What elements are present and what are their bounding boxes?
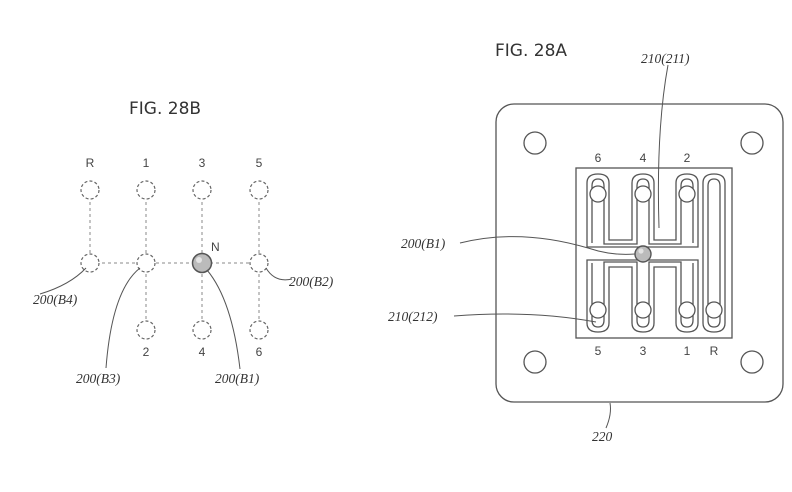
gate-hole-1 [678, 301, 696, 319]
gear-label-4: 4 [199, 345, 206, 359]
lower-gate-212-outer [586, 259, 699, 333]
gate-label-2: 2 [684, 151, 691, 165]
reverse-slot-outer [702, 173, 726, 333]
gate-hole-3 [634, 301, 652, 319]
position-3 [192, 180, 212, 200]
ref-210-211: 210(211) [641, 51, 690, 66]
ref-200-b3: 200(B3) [76, 371, 121, 386]
position-5 [249, 180, 269, 200]
ref-200-b2: 200(B2) [289, 274, 334, 289]
gear-label-2: 2 [143, 345, 150, 359]
position-r [80, 180, 100, 200]
gear-label-1: 1 [143, 156, 150, 170]
mounting-hole-top-left [523, 131, 547, 155]
ref-210-212: 210(212) [388, 309, 438, 324]
gate-label-5: 5 [595, 344, 602, 358]
position-1 [136, 180, 156, 200]
leader-b2 [265, 267, 293, 281]
upper-gate-211-outer [586, 173, 699, 248]
mounting-hole-bottom-left [523, 350, 547, 374]
gate-label-6: 6 [595, 151, 602, 165]
neutral-label: N [211, 240, 220, 254]
base-plate-220 [495, 103, 784, 403]
upper-gate-211-inner [591, 178, 694, 245]
lower-gate-212-inner [591, 261, 694, 328]
position-2 [136, 320, 156, 340]
gate-label-r: R [710, 344, 719, 358]
neutral-highlight [196, 257, 202, 263]
gate-hole-2 [678, 185, 696, 203]
gate-hole-r [705, 301, 723, 319]
gate-hole-5 [589, 301, 607, 319]
mounting-hole-bottom-right [740, 350, 764, 374]
gate-frame [575, 167, 733, 339]
ref-200-b1-a: 200(B1) [401, 236, 446, 251]
gear-label-6: 6 [256, 345, 263, 359]
fig-28a: FIG. 28A 6 4 2 [388, 41, 784, 444]
position-b4 [80, 253, 100, 273]
ref-220: 220 [592, 429, 613, 444]
leader-220 [605, 402, 611, 429]
position-6 [249, 320, 269, 340]
gear-label-5: 5 [256, 156, 263, 170]
position-4 [192, 320, 212, 340]
gate-hole-6 [589, 185, 607, 203]
reverse-slot-inner [707, 178, 721, 328]
position-b2 [249, 253, 269, 273]
ref-200-b1: 200(B1) [215, 371, 260, 386]
fig-28b-title: FIG. 28B [129, 99, 201, 119]
leader-b1-a [459, 236, 636, 255]
leader-b3 [105, 267, 141, 369]
shift-lever-ball-b1 [634, 245, 652, 263]
ref-200-b4: 200(B4) [33, 292, 78, 307]
gear-label-3: 3 [199, 156, 206, 170]
fig-28a-title: FIG. 28A [495, 41, 567, 61]
shift-lever-ball-highlight [638, 248, 644, 254]
gate-label-4: 4 [640, 151, 647, 165]
leader-212 [453, 313, 597, 323]
gear-label-r: R [86, 156, 95, 170]
position-b3 [136, 253, 156, 273]
leader-b4 [39, 267, 87, 295]
fig-28b: FIG. 28B R 1 3 5 N 2 4 6 [33, 99, 334, 386]
gate-label-1: 1 [684, 344, 691, 358]
leader-211 [657, 64, 669, 229]
neutral-position-b1 [191, 252, 213, 274]
mounting-hole-top-right [740, 131, 764, 155]
gate-hole-4 [634, 185, 652, 203]
leader-b1 [206, 269, 241, 370]
gate-label-3: 3 [640, 344, 647, 358]
